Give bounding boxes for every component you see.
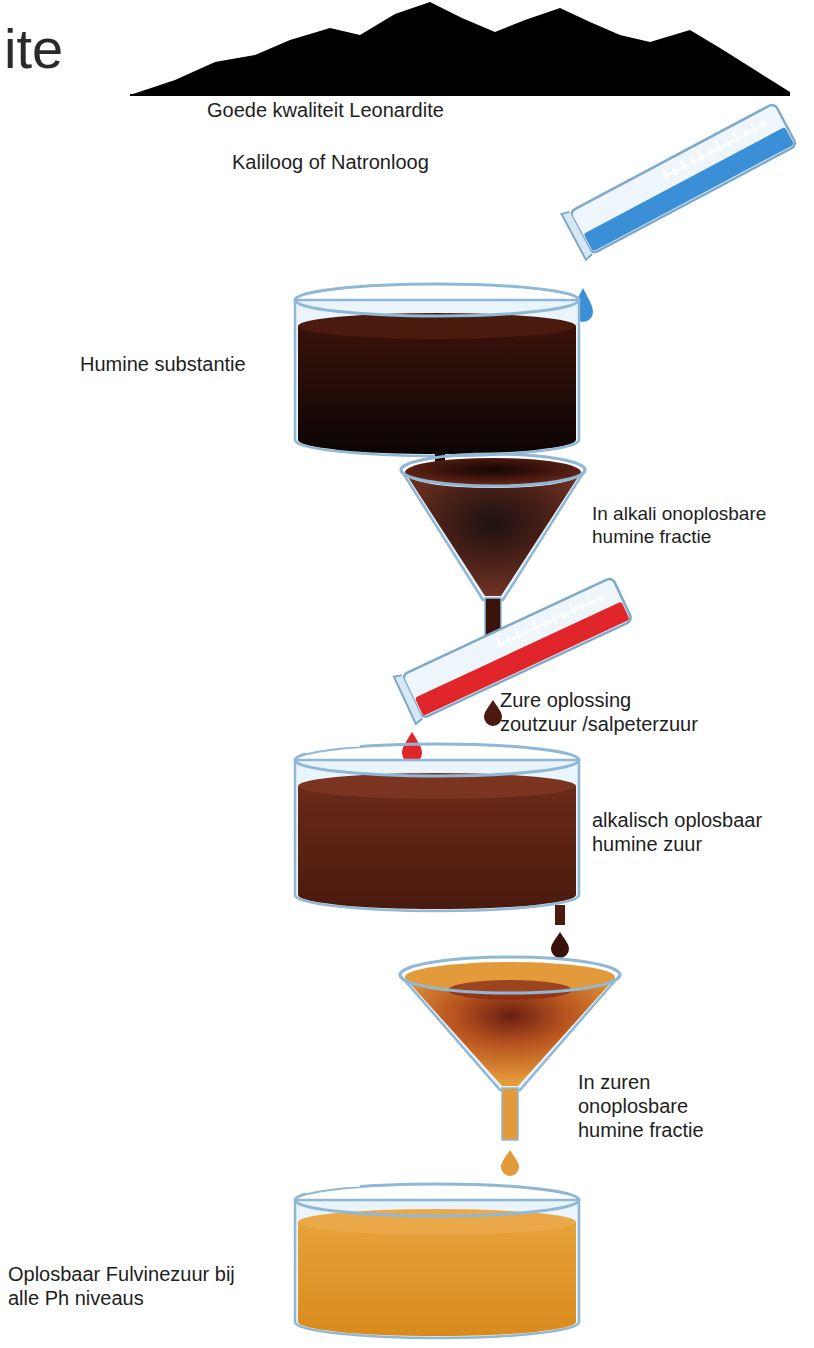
beaker-rim: [295, 1184, 579, 1216]
scale-line: [497, 597, 604, 647]
funnel-stem: [502, 1088, 518, 1140]
cylinder-lip: [394, 673, 423, 724]
annotation-label: In zuren onoplosbare humine fractie: [578, 1070, 728, 1142]
funnel-rim: [401, 454, 585, 486]
annotation-label: Humine substantie: [80, 352, 246, 376]
funnel-residue-cone: [406, 474, 580, 596]
beaker-liquid: [298, 326, 576, 454]
beaker-rim: [295, 284, 579, 316]
cylinder-liquid: [584, 127, 795, 252]
scale-line: [663, 123, 767, 178]
funnel-cone: [401, 470, 585, 600]
beaker-rim: [295, 744, 579, 776]
beaker-liquid: [298, 786, 576, 909]
cylinder-glass: [570, 103, 797, 254]
leonardite-mountain: [130, 2, 790, 95]
tick-marks: [493, 589, 605, 650]
cylinder-lip: [562, 210, 593, 260]
red-drop: [402, 732, 422, 763]
beaker-glass: [295, 1200, 579, 1338]
beaker: [295, 284, 579, 456]
slide-title: ite: [4, 18, 63, 80]
tick-marks: [659, 116, 769, 182]
rim-highlight: [305, 1185, 360, 1192]
annotation-label: Goede kwaliteit Leonardite: [207, 98, 444, 122]
beaker: [295, 744, 579, 911]
beaker-liquid: [298, 1222, 576, 1336]
beaker: [295, 1184, 579, 1338]
beaker-glass: [295, 760, 579, 911]
mountain-base: [130, 94, 790, 96]
rim-highlight: [305, 745, 360, 752]
outlet-pipe: [555, 905, 565, 925]
orange-drop: [501, 1150, 519, 1176]
annotation-label: In alkali onoplosbare humine fractie: [592, 503, 806, 549]
beaker-glass: [295, 300, 579, 456]
annotation-label: Kaliloog of Natronloog: [232, 150, 429, 174]
annotation-label: Zure oplossing zoutzuur /salpeterzuur: [500, 688, 712, 736]
lye-cylinder: [562, 101, 798, 260]
brown-drop: [551, 932, 569, 958]
funnel-rim: [400, 957, 620, 993]
annotation-label: Oplosbaar Fulvinezuur bij alle Ph niveau…: [8, 1262, 243, 1310]
rim-highlight: [520, 290, 570, 298]
annotation-label: alkalisch oplosbaar humine zuur: [592, 808, 792, 856]
funnel-residue-center: [448, 980, 572, 1000]
brown-drop: [484, 700, 502, 726]
